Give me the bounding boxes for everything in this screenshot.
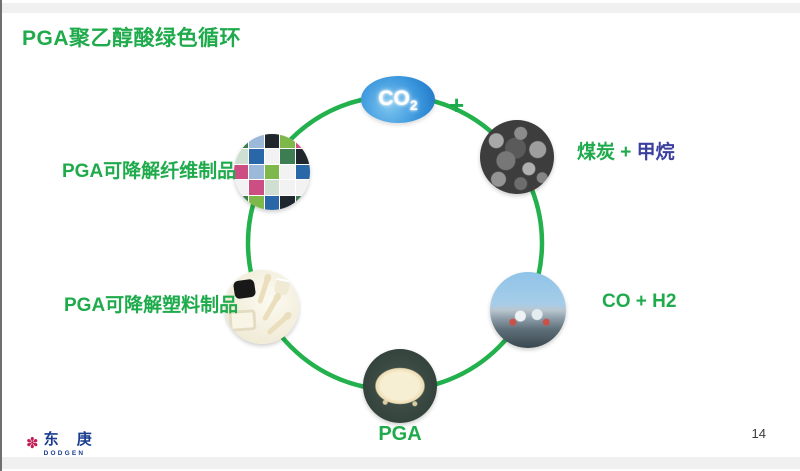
co2-bubble: CO2 [361, 76, 435, 123]
window-left-border [0, 0, 2, 471]
logo-name-cn: 东 庚 [43, 431, 99, 448]
logo-name-en: DODGEN [43, 449, 86, 457]
coal-label-part: 煤炭 + [577, 142, 637, 163]
page-title: PGA聚乙醇酸绿色循环 [22, 27, 242, 50]
coal-methane-label: 煤炭 + 甲烷 [577, 137, 675, 164]
plastic-spoon-shape [266, 314, 289, 336]
fiber-products-label: PGA可降解纤维制品 [62, 161, 237, 182]
chemical-plant-image [490, 272, 566, 348]
company-logo: ✽ 东 庚 DODGEN [26, 431, 99, 457]
plastic-products-label: PGA可降解塑料制品 [64, 295, 239, 316]
plus-sign: + [449, 90, 465, 120]
bottom-gray-strip [2, 457, 800, 469]
fiber-products-image [234, 134, 310, 210]
top-gray-strip [2, 3, 800, 13]
plastic-products-image [225, 270, 299, 344]
page-number: 14 [751, 426, 766, 441]
coal-image [480, 120, 554, 194]
pga-label: PGA [378, 423, 422, 445]
co2-label: CO2 [378, 86, 418, 113]
plastic-spoon-shape [261, 296, 280, 322]
plastic-spoon-shape [257, 277, 270, 305]
pga-granules-image [363, 349, 437, 423]
logo-flower-icon: ✽ [26, 435, 39, 452]
syngas-label: CO + H2 [602, 291, 677, 312]
methane-label-part: 甲烷 [636, 142, 675, 163]
